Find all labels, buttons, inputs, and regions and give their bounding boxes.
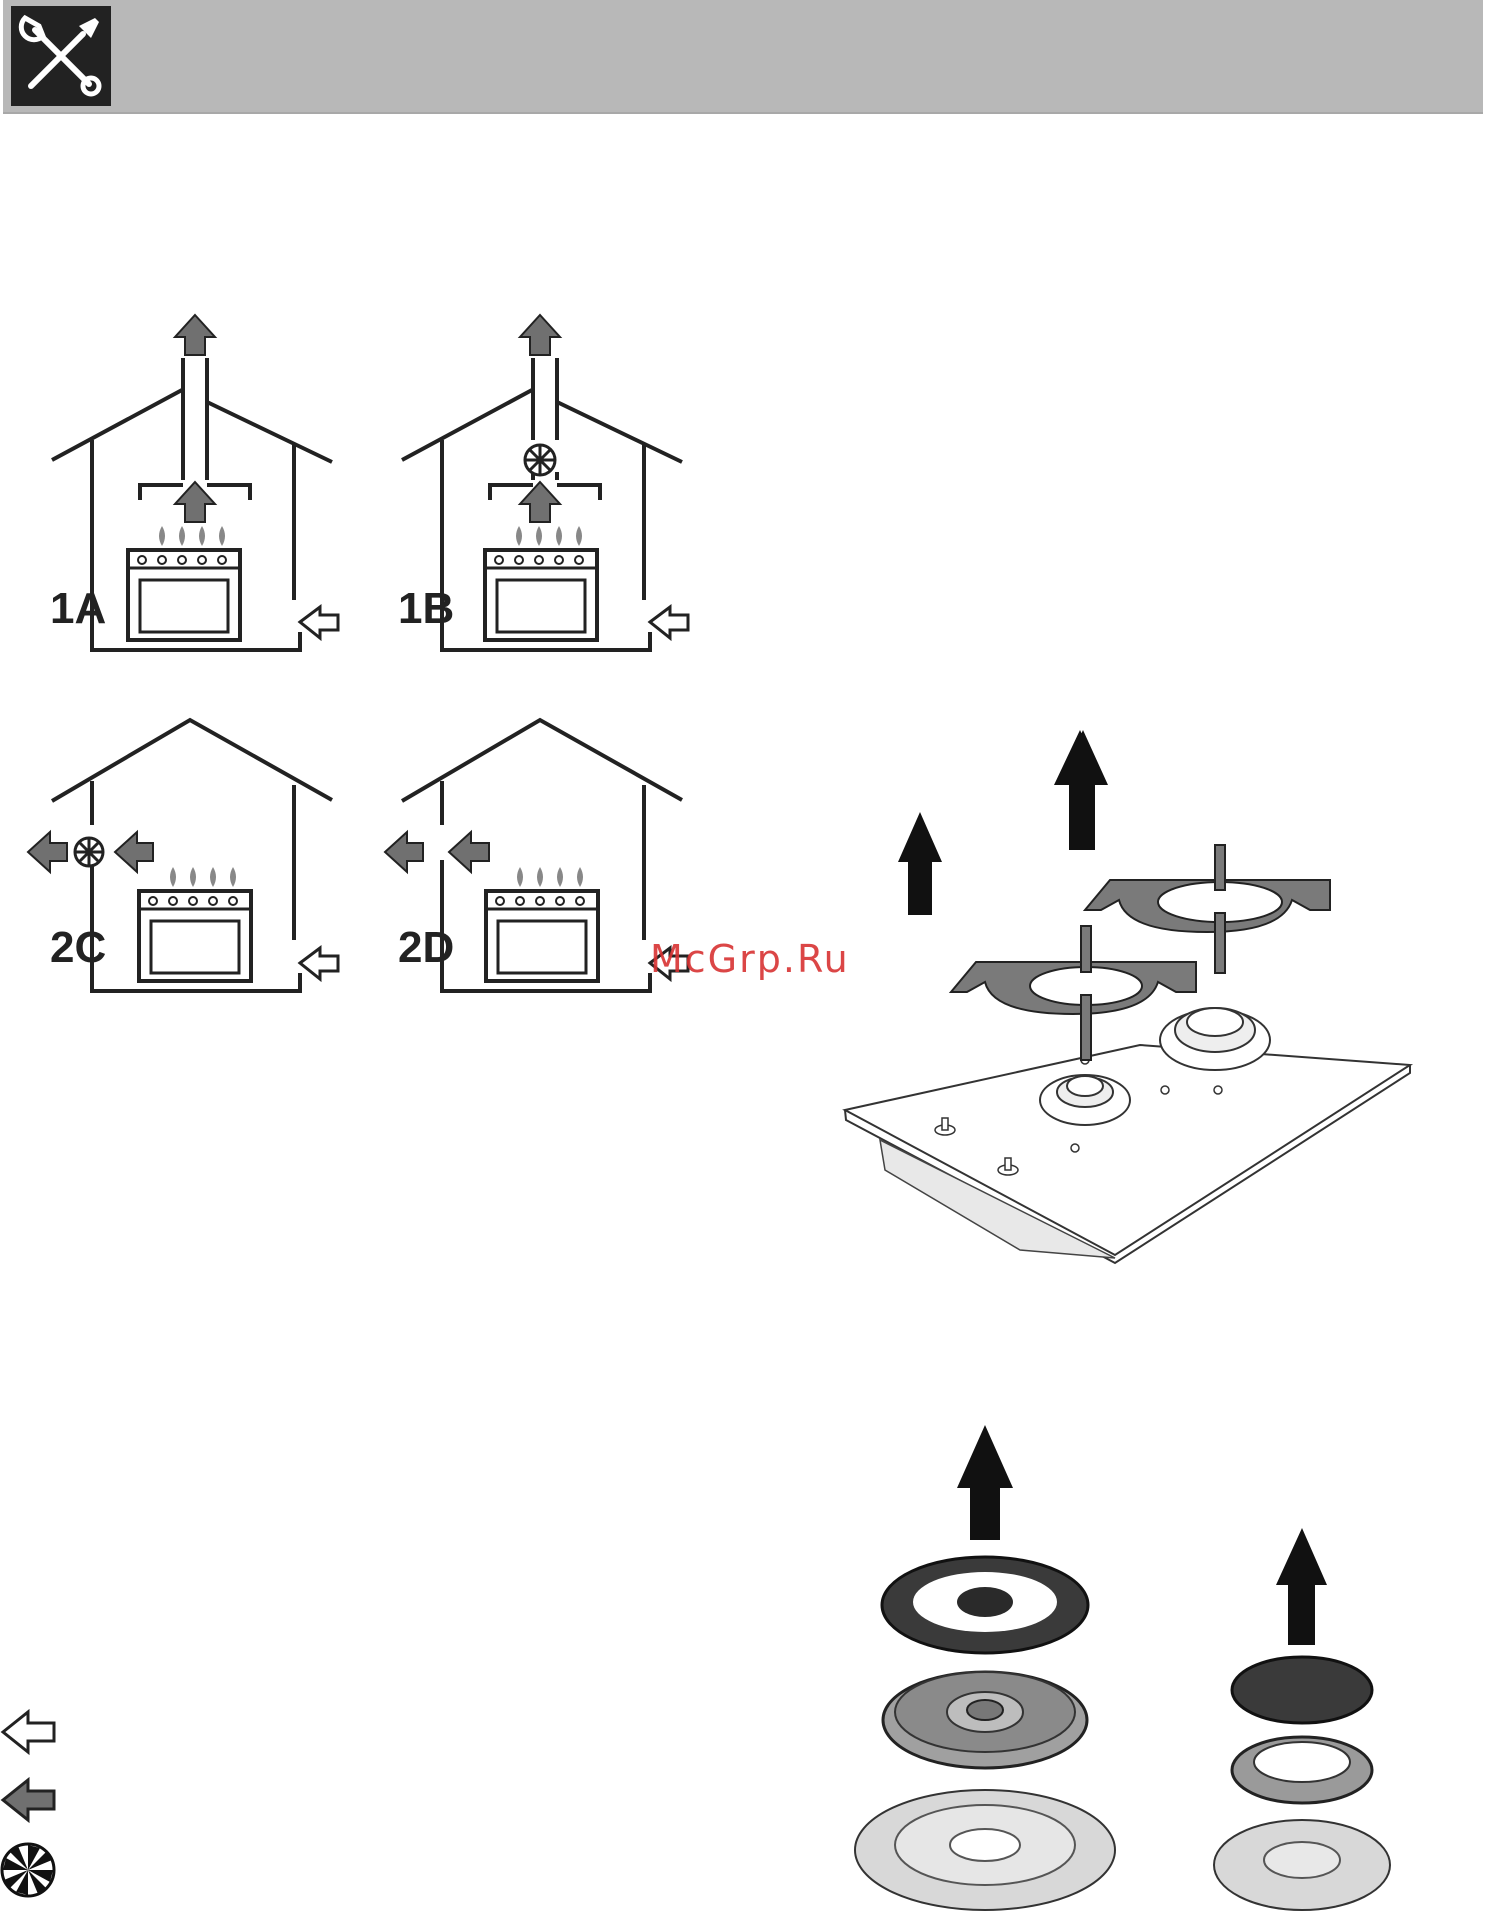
flame-spreader-small [1232, 1737, 1372, 1803]
burner-parts-illustration [855, 1420, 1415, 1920]
figure-label-1a: 1A [50, 587, 106, 631]
watermark-text: McGrp.Ru [650, 940, 850, 978]
figure-label-2c: 2C [50, 926, 106, 970]
burner-cap-small [1232, 1657, 1372, 1723]
filled-arrow-icon [0, 1776, 60, 1826]
cooker-icon [485, 526, 597, 640]
arrow-up-icon [957, 1425, 1013, 1540]
arrow-up-icon [1054, 730, 1106, 850]
fan-icon [0, 1842, 60, 1902]
flame-spreader-large [883, 1672, 1087, 1768]
fan-icon [525, 445, 555, 475]
outline-arrow-icon [0, 1708, 60, 1758]
cooker-icon [486, 867, 598, 981]
fan-icon [75, 838, 103, 866]
arrow-up-icon [1276, 1528, 1327, 1645]
arrow-up-icon [898, 812, 942, 915]
cooker-icon [139, 867, 251, 981]
header-bar [3, 0, 1483, 114]
hob-pan-supports-illustration [840, 730, 1420, 1270]
burner-base-small [1214, 1820, 1390, 1910]
figure-label-1b: 1B [398, 587, 454, 631]
tools-icon [11, 6, 111, 106]
burner-base-large [855, 1790, 1115, 1910]
burner-cap-large [882, 1557, 1088, 1653]
cooker-icon [128, 526, 240, 640]
figure-label-2d: 2D [398, 926, 454, 970]
